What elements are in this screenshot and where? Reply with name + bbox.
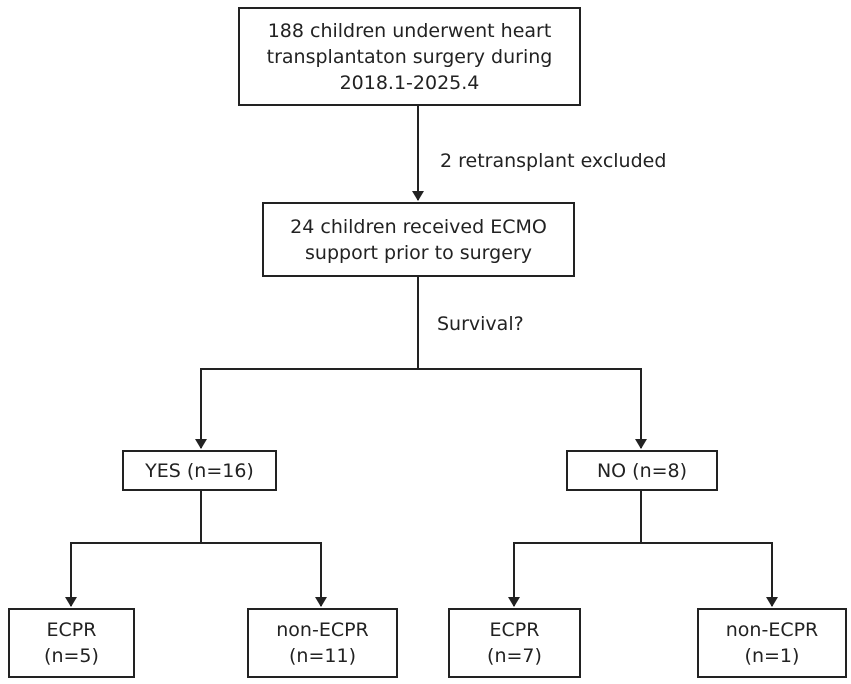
- died-non-ecpr-line: (n=1): [744, 645, 800, 667]
- died-text: NO (n=8): [597, 458, 687, 484]
- survived-non-ecpr-line: non-ECPR: [276, 619, 369, 641]
- ecmo-support-line: support prior to surgery: [305, 241, 532, 264]
- died-ecpr-line: ECPR: [489, 619, 540, 641]
- survived-non-ecpr-line: (n=11): [289, 645, 356, 667]
- survived-ecpr-line: ECPR: [46, 619, 97, 641]
- died-ecpr-line: (n=7): [487, 645, 542, 667]
- ecmo-support-text: 24 children received ECMO support prior …: [290, 214, 547, 266]
- survived-non-ecpr-box: non-ECPR (n=11): [247, 608, 398, 678]
- died-ecpr-text: ECPR (n=7): [487, 617, 542, 669]
- total-children-line: 188 children underwent heart: [267, 19, 552, 42]
- died-line: NO (n=8): [596, 459, 688, 482]
- survived-ecpr-box: ECPR (n=5): [8, 608, 135, 678]
- total-children-line: transplantaton surgery during: [266, 45, 553, 68]
- died-ecpr-box: ECPR (n=7): [448, 608, 581, 678]
- died-non-ecpr-line: non-ECPR: [725, 619, 819, 641]
- ecmo-support-line: 24 children received ECMO: [290, 215, 547, 238]
- ecmo-support-box: 24 children received ECMO support prior …: [262, 202, 575, 277]
- survived-text: YES (n=16): [145, 458, 254, 484]
- survival-question-label: Survival?: [437, 313, 524, 335]
- survived-box: YES (n=16): [122, 450, 277, 491]
- died-non-ecpr-box: non-ECPR (n=1): [697, 608, 847, 678]
- survived-ecpr-text: ECPR (n=5): [44, 617, 99, 669]
- exclusion-label: 2 retransplant excluded: [440, 150, 667, 172]
- total-children-text: 188 children underwent heart transplanta…: [267, 18, 553, 96]
- survived-ecpr-line: (n=5): [44, 645, 99, 667]
- survived-line: YES (n=16): [145, 459, 254, 482]
- died-box: NO (n=8): [566, 450, 718, 491]
- total-children-box: 188 children underwent heart transplanta…: [238, 7, 581, 106]
- died-non-ecpr-text: non-ECPR (n=1): [726, 617, 819, 669]
- total-children-line: 2018.1-2025.4: [339, 71, 480, 94]
- survived-non-ecpr-text: non-ECPR (n=11): [276, 617, 369, 669]
